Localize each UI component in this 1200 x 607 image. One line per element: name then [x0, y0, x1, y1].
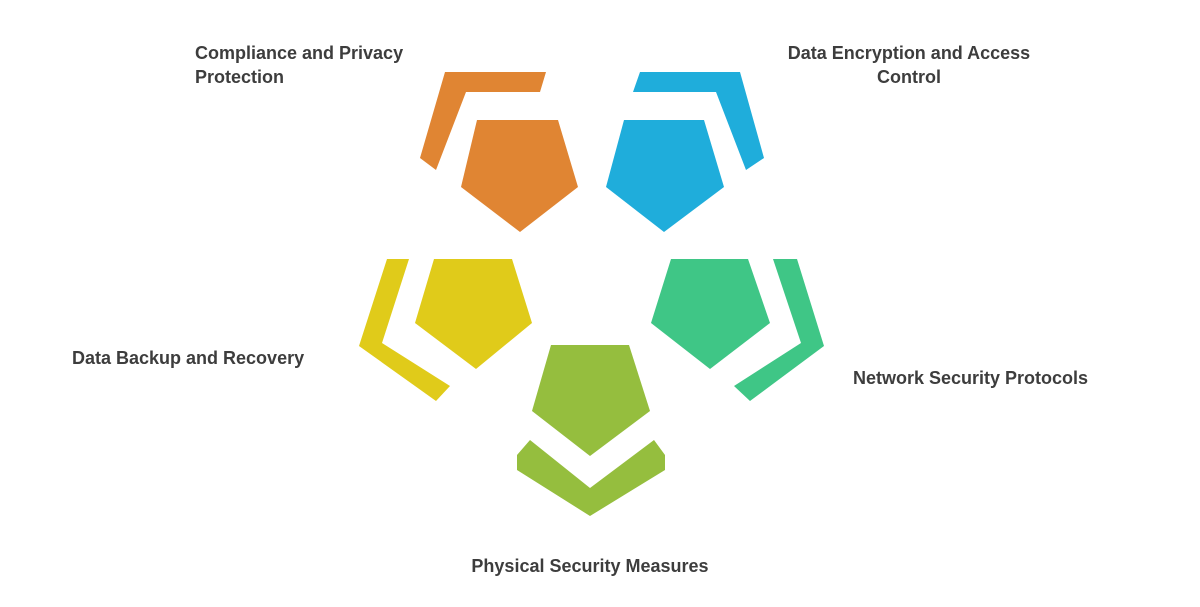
label-network: Network Security Protocols — [853, 368, 1089, 388]
label-encryption: Data Encryption and Access Control — [787, 43, 1031, 87]
label-backup: Data Backup and Recovery — [72, 348, 305, 368]
physical-pentagon — [532, 345, 650, 456]
physical-outer-band — [517, 440, 665, 516]
encryption-pentagon — [606, 120, 724, 232]
encryption-outer-band — [633, 72, 764, 170]
segment-compliance — [420, 72, 578, 232]
label-physical: Physical Security Measures — [471, 556, 709, 576]
segment-network — [651, 259, 824, 401]
backup-outer-band — [359, 259, 450, 401]
backup-pentagon — [415, 259, 532, 369]
segment-backup — [359, 259, 532, 401]
compliance-outer-band — [420, 72, 546, 170]
segment-physical — [517, 345, 665, 516]
segment-encryption — [606, 72, 764, 232]
network-pentagon — [651, 259, 770, 369]
network-outer-band — [734, 259, 824, 401]
label-compliance: Compliance and Privacy Protection — [195, 43, 404, 87]
compliance-pentagon — [461, 120, 578, 232]
